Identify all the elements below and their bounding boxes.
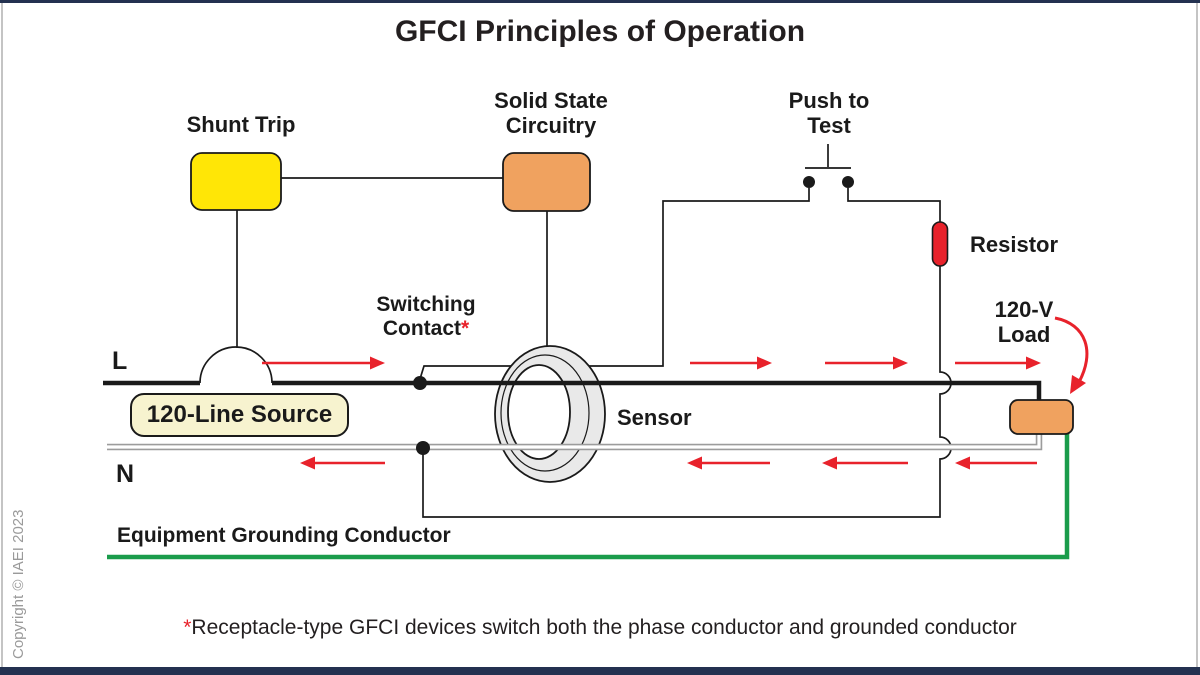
test-button-left-wire <box>419 188 810 380</box>
load-pointer-arrow <box>1054 316 1089 394</box>
push-to-test-line1: Push to <box>788 88 870 113</box>
copyright-text: Copyright © IAEI 2023 <box>10 509 27 659</box>
switching-contact-label: Switching Contact* <box>376 293 475 341</box>
top-accent-bar <box>0 0 1200 3</box>
grounding-conductor-label: Equipment Grounding Conductor <box>117 524 451 547</box>
push-button-symbol <box>805 144 851 169</box>
push-to-test-line2: Test <box>807 113 851 139</box>
shunt-trip-label: Shunt Trip <box>186 112 296 137</box>
line-source-label: 120-Line Source <box>146 401 333 428</box>
source-breaker-arc <box>199 346 273 384</box>
load-line1: 120-V <box>994 297 1054 322</box>
switching-line1: Switching <box>376 293 476 316</box>
line-source-badge: 120-Line Source <box>130 393 349 437</box>
neutral-contact-dot <box>416 441 430 455</box>
push-button-right-terminal-dot <box>842 176 854 188</box>
sensor-ring-mid <box>500 354 590 472</box>
right-border <box>1196 0 1198 675</box>
footnote-asterisk: * <box>183 616 192 639</box>
left-border <box>1 0 3 675</box>
resistor-label: Resistor <box>970 232 1059 257</box>
solid-state-line1: Solid State <box>494 88 608 113</box>
current-arrows-neutral <box>300 456 1037 470</box>
page-title: GFCI Principles of Operation <box>394 15 806 48</box>
load-box <box>1009 399 1074 435</box>
push-to-test-label: Push to Test <box>789 88 870 138</box>
shunt-trip-box <box>190 152 282 211</box>
sensor-ring-hole <box>507 364 571 460</box>
load-line2: Load <box>997 322 1051 348</box>
line-n-label: N <box>116 460 135 488</box>
line-l-label: L <box>112 347 128 375</box>
load-label: 120-V Load <box>995 297 1054 347</box>
switching-asterisk: * <box>460 316 470 340</box>
switching-line2: Contact* <box>376 317 475 341</box>
sensor-label: Sensor <box>617 405 692 430</box>
switching-word: Contact <box>382 316 461 340</box>
grounding-conductor <box>107 432 1070 560</box>
resistor-symbol <box>931 221 949 267</box>
solid-state-circuitry-label: Solid State Circuitry <box>494 88 608 138</box>
footnote-text: Receptacle-type GFCI devices switch both… <box>191 616 1017 639</box>
current-arrows-line <box>262 356 1041 370</box>
push-button-left-terminal-dot <box>803 176 815 188</box>
bottom-accent-bar <box>0 667 1200 675</box>
line-conductor <box>103 380 1042 401</box>
line-contact-dot <box>413 376 427 390</box>
test-button-resistor-wire <box>422 188 952 518</box>
solid-state-circuitry-box <box>502 152 591 212</box>
solid-state-line2: Circuitry <box>505 113 597 139</box>
footnote: *Receptacle-type GFCI devices switch bot… <box>0 616 1200 640</box>
